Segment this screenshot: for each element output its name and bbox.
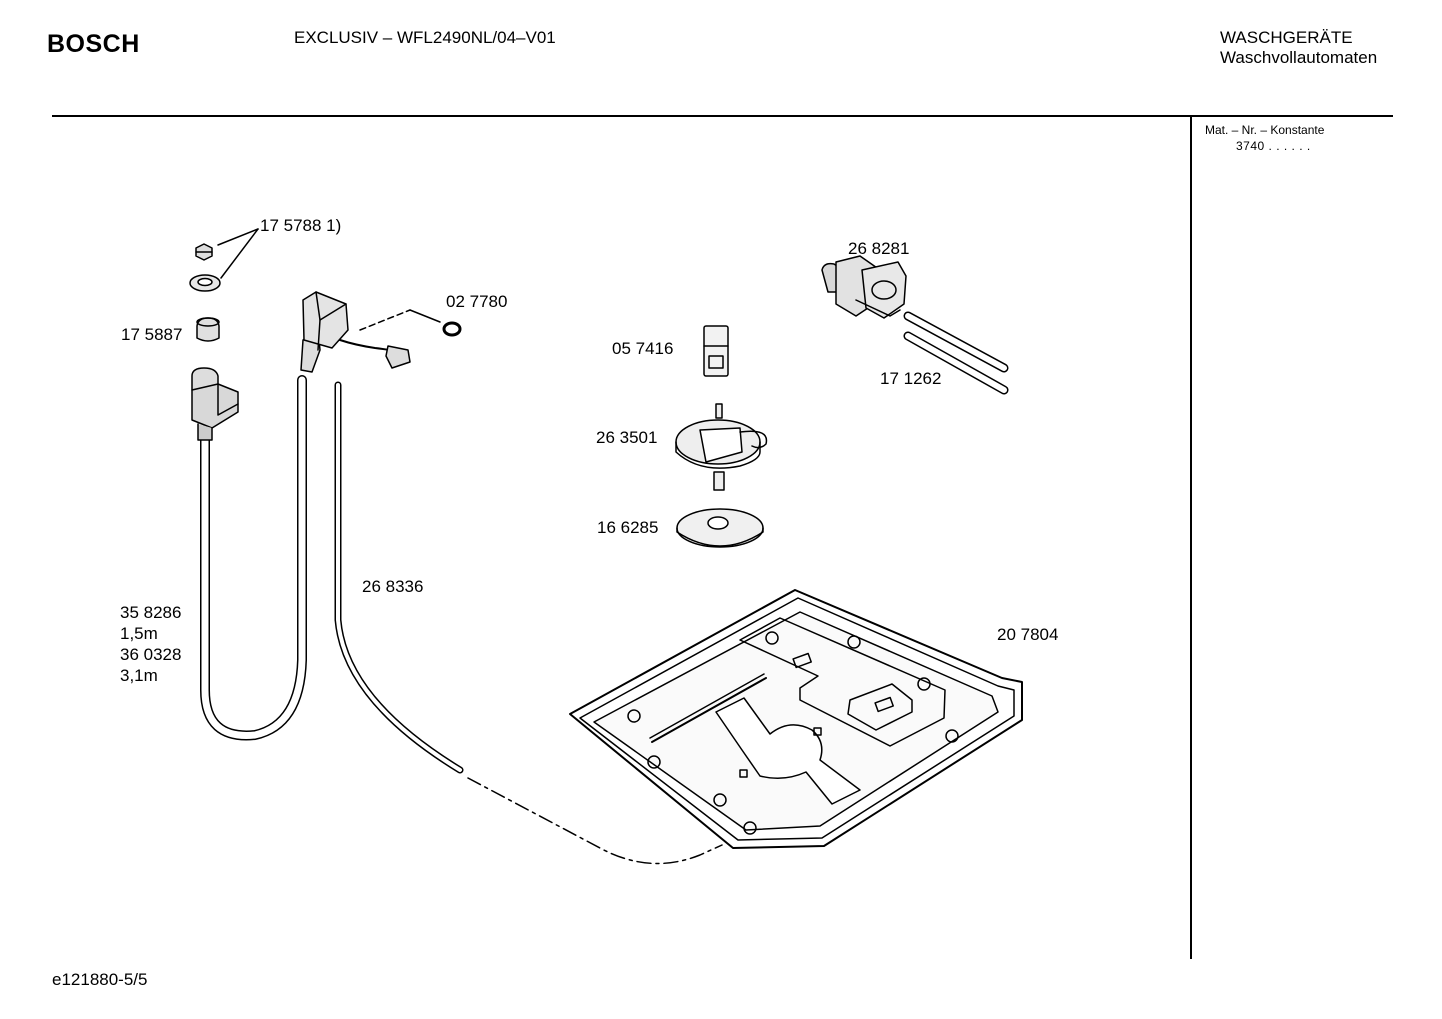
drawing-id: e121880-5/5 xyxy=(52,970,148,989)
mat-nr-value: 3740 . . . . . . xyxy=(1236,139,1311,153)
part-seal-ring xyxy=(442,321,462,337)
part-valve xyxy=(821,255,907,319)
part-inlet-hose xyxy=(191,291,441,741)
mat-nr-label: Mat. – Nr. – Konstante xyxy=(1205,123,1325,137)
callout-length-2: 3,1m xyxy=(120,666,158,685)
part-base-plate xyxy=(569,589,1023,849)
callout-175788: 17 5788 1) xyxy=(260,216,342,235)
callout-268281: 26 8281 xyxy=(848,239,910,258)
part-rods xyxy=(903,311,1009,395)
header-divider xyxy=(52,115,1393,117)
part-foot xyxy=(675,403,768,491)
model-title: EXCLUSIV – WFL2490NL/04–V01 xyxy=(294,28,556,47)
callout-268336: 26 8336 xyxy=(362,577,424,596)
callout-207804: 20 7804 xyxy=(997,625,1059,644)
part-clip xyxy=(703,325,729,377)
callout-358286: 35 8286 xyxy=(120,603,182,622)
category-title: WASCHGERÄTE xyxy=(1220,28,1353,47)
callout-263501: 26 3501 xyxy=(596,428,658,447)
callout-171262: 17 1262 xyxy=(880,369,942,388)
callout-175887: 17 5887 xyxy=(121,325,183,344)
category-subtitle: Waschvollautomaten xyxy=(1220,48,1378,67)
part-disc xyxy=(676,508,764,548)
part-cap-nut xyxy=(189,228,259,292)
callout-027780: 02 7780 xyxy=(446,292,508,311)
brand-logo: BOSCH xyxy=(47,30,140,58)
part-hose-cap xyxy=(196,317,220,342)
callout-360328: 36 0328 xyxy=(120,645,182,664)
sidebar-divider xyxy=(1190,116,1192,959)
part-drain-hose xyxy=(334,381,723,865)
callout-166285: 16 6285 xyxy=(597,518,659,537)
callout-length-1: 1,5m xyxy=(120,624,158,643)
callout-057416: 05 7416 xyxy=(612,339,674,358)
